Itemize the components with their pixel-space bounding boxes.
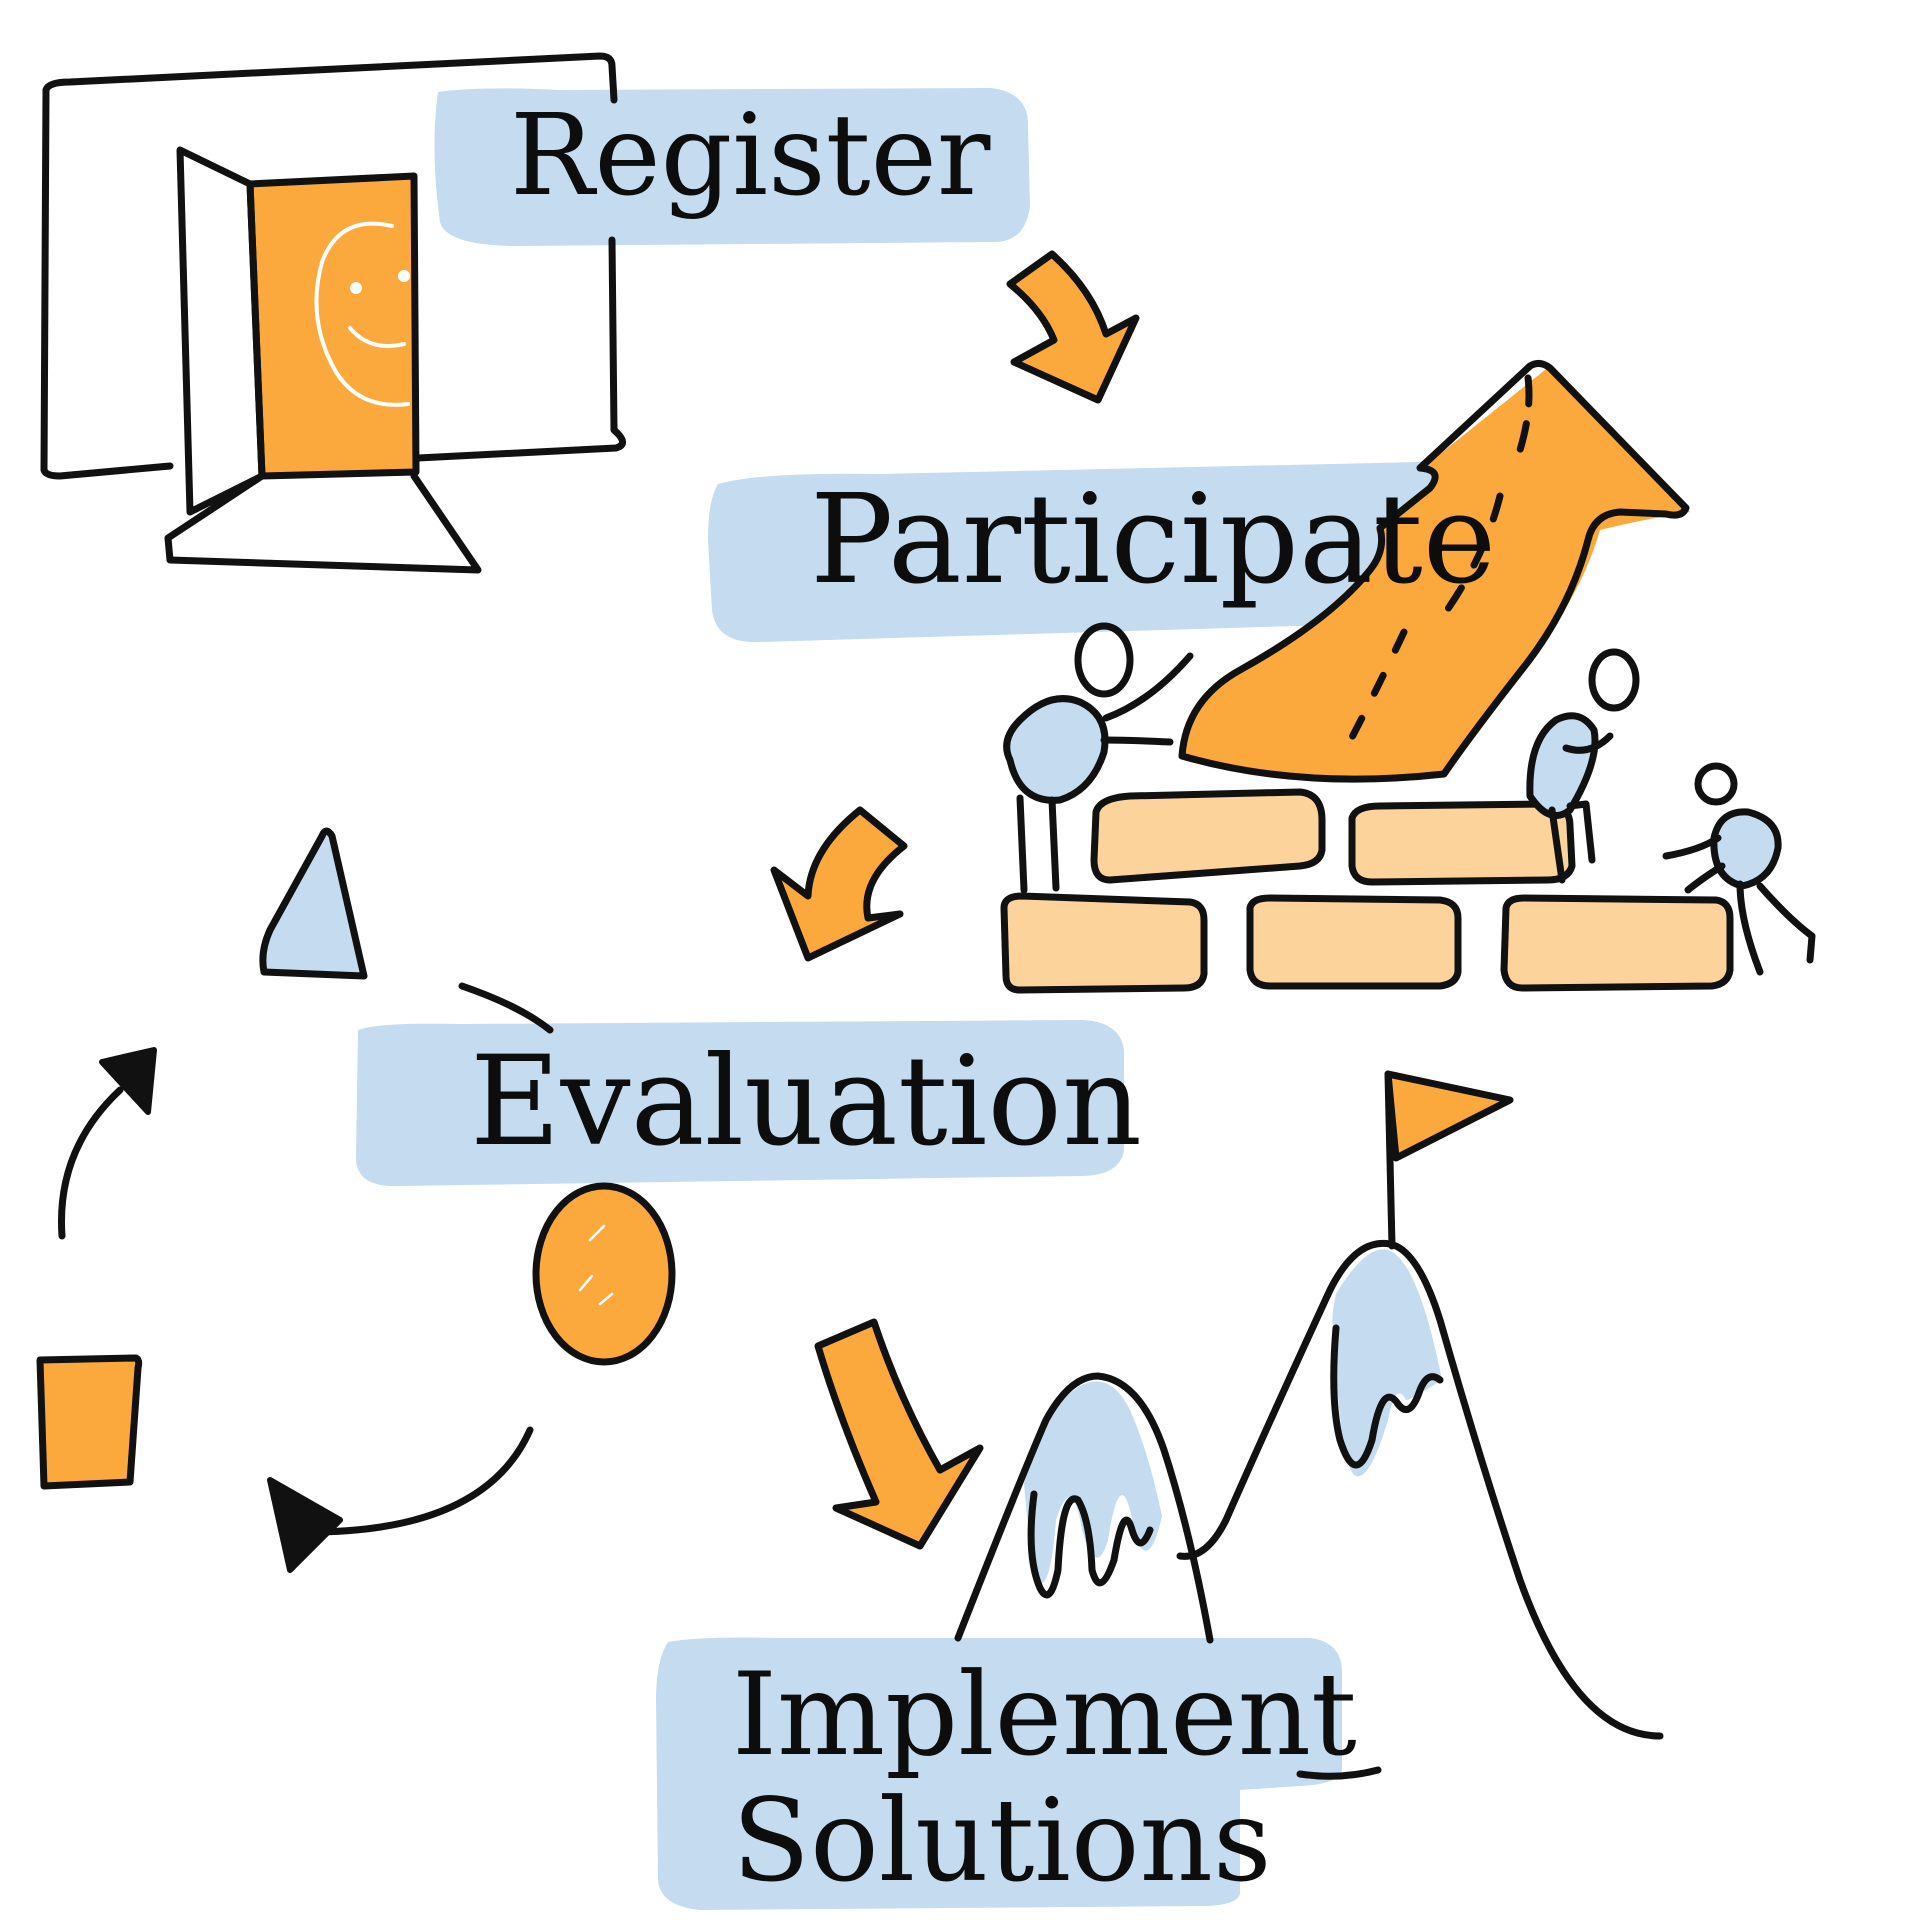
circle-shape <box>536 1186 672 1362</box>
square-shape <box>40 1358 139 1486</box>
person-right <box>1662 762 1816 976</box>
small-peak-snow <box>1024 1381 1162 1584</box>
mountain-flag-icon <box>954 1070 1664 1780</box>
step-label-solutions: Solutions <box>732 1774 1272 1907</box>
brick-bottom-3 <box>1504 898 1730 988</box>
step-label-implement: Implement <box>732 1648 1357 1781</box>
big-growth-arrow <box>1182 366 1690 781</box>
brick-bottom-1 <box>1004 896 1204 990</box>
step-label-participate: Participate <box>810 468 1497 612</box>
person-left-body <box>1006 698 1105 801</box>
person-right-body <box>1713 811 1779 886</box>
step-label-evaluation: Evaluation <box>470 1030 1142 1174</box>
brick-top-2 <box>1352 804 1572 882</box>
brick-bottom-2 <box>1250 898 1458 986</box>
step-label-register: Register <box>510 91 991 221</box>
cycle-arrow-right <box>298 1426 534 1536</box>
participate-label-bg <box>708 461 1474 643</box>
teamwork-arrow-icon <box>1000 359 1816 994</box>
arrow-down-right-1 <box>1010 254 1136 400</box>
cycle-arrow-left <box>57 1086 124 1240</box>
computer-door-icon <box>40 52 626 574</box>
person-sitting <box>1526 648 1640 884</box>
arrow-down-right-2 <box>818 1322 980 1546</box>
register-label-bg <box>434 88 1030 246</box>
shapes-cycle-icon <box>36 827 676 1573</box>
cycle-arrow-top <box>458 982 554 1034</box>
implement-label-bg <box>656 1637 1342 1910</box>
big-peak-snow <box>1332 1249 1442 1477</box>
evaluation-label-bg <box>356 1020 1124 1187</box>
door-opening <box>250 176 416 476</box>
person-left <box>1003 622 1194 894</box>
smiley-face-icon <box>314 221 410 407</box>
brick-top-1 <box>1094 792 1322 880</box>
